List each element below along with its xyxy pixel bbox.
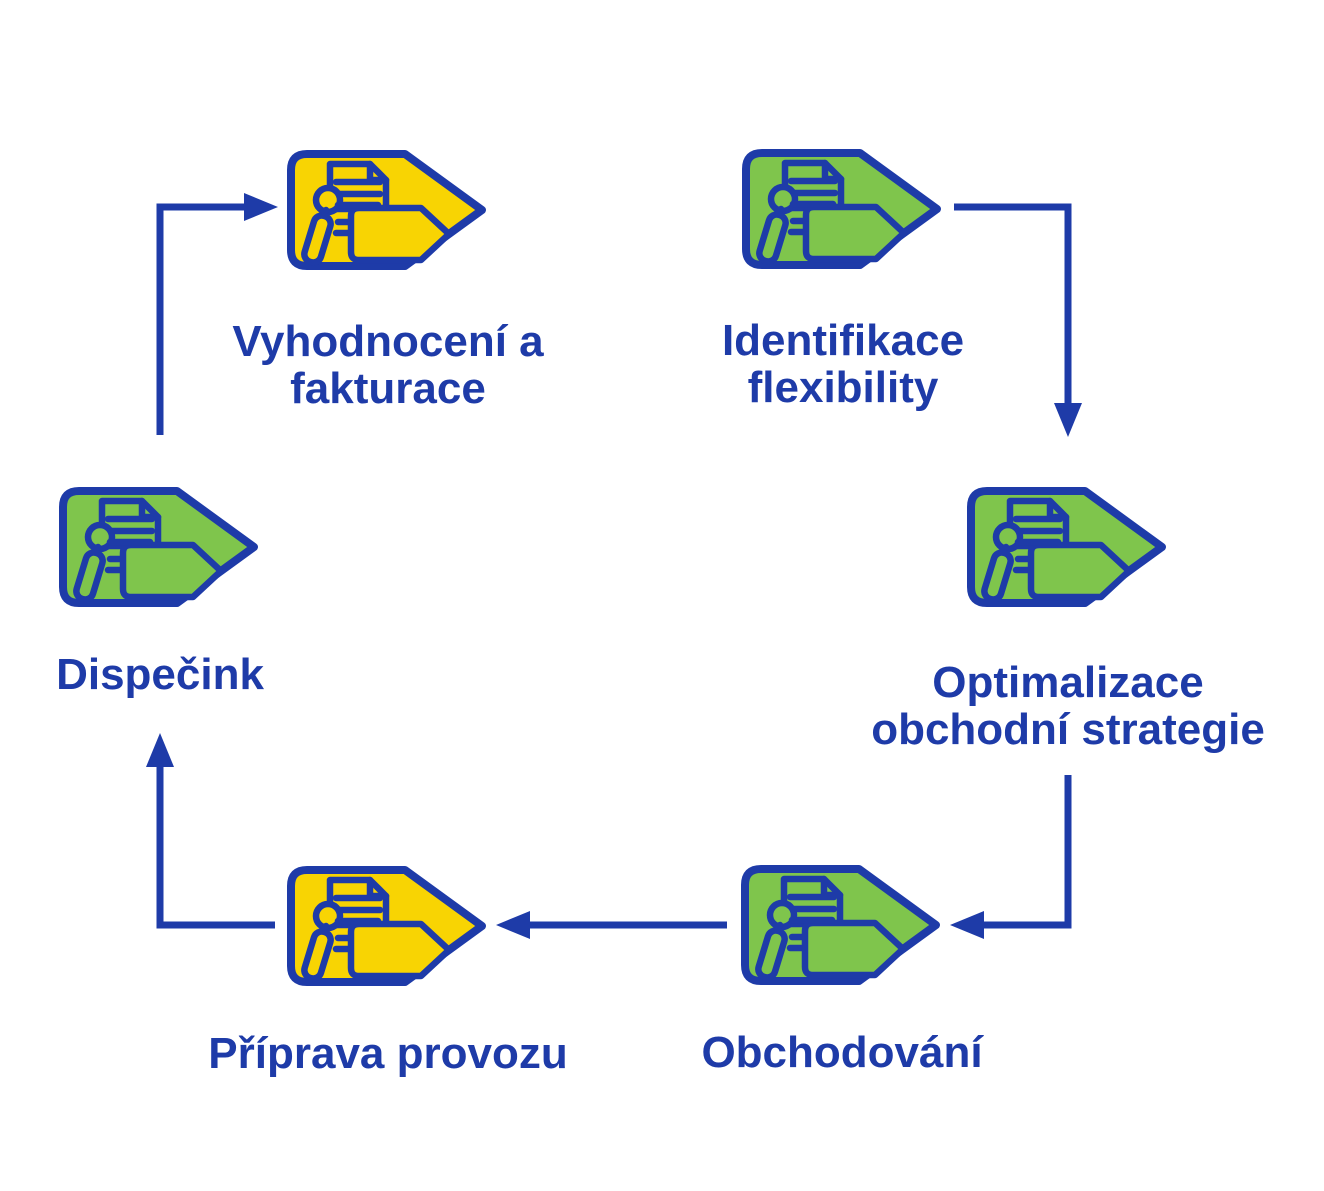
node-identifikace-flexibility: Identifikace flexibility	[633, 147, 1053, 411]
node-obchodovani: Obchodování	[632, 863, 1052, 1076]
node-label-vyhodnoceni: Vyhodnocení a fakturace	[232, 317, 544, 413]
document-person-arrow-icon	[57, 485, 263, 609]
document-person-arrow-icon	[285, 148, 491, 272]
node-dispecink: Dispečink	[0, 485, 370, 698]
document-person-arrow-icon	[739, 863, 945, 987]
node-label-dispecink: Dispečink	[56, 650, 264, 699]
node-vyhodnoceni-a-fakturace: Vyhodnocení a fakturace	[178, 148, 598, 412]
node-label-optimalizace: Optimalizace obchodní strategie	[871, 658, 1265, 754]
document-person-arrow-icon	[285, 864, 491, 988]
node-priprava-provozu: Příprava provozu	[178, 864, 598, 1077]
node-label-priprava: Příprava provozu	[208, 1029, 568, 1078]
document-person-arrow-icon	[740, 147, 946, 271]
node-label-identifikace: Identifikace flexibility	[721, 316, 965, 412]
document-person-arrow-icon	[965, 485, 1171, 609]
node-optimalizace-obchodni-strategie: Optimalizace obchodní strategie	[858, 485, 1278, 753]
node-label-obchodovani: Obchodování	[701, 1028, 983, 1077]
